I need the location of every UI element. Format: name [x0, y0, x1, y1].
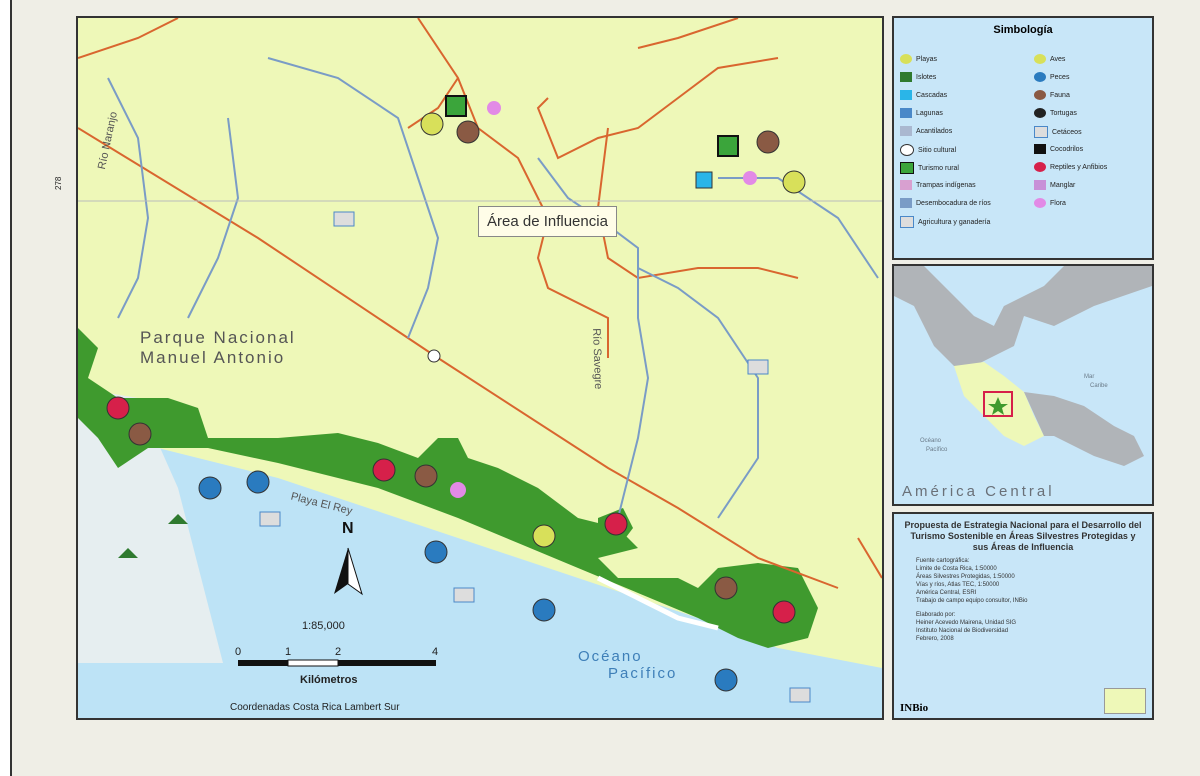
made-by-title: Elaborado por:	[916, 612, 956, 618]
legend-turismo-rural: Turismo rural	[900, 162, 959, 174]
made-by-item: Febrero, 2008	[916, 636, 954, 642]
crocodile-icon	[1034, 144, 1046, 154]
inset-map: Mar Caribe Océano Pacífico América Centr…	[892, 264, 1154, 506]
flora-icon	[1034, 198, 1046, 208]
river-label-savegre: Río Savegre	[590, 328, 605, 390]
lagoon-icon	[900, 108, 912, 118]
inset-sea2: Caribe	[1090, 383, 1108, 389]
scale-tick-4: 4	[432, 646, 439, 658]
legend-sitio-cultural: Sitio cultural	[900, 144, 956, 156]
reptile-icon	[1034, 162, 1046, 172]
inset-ocean1: Océano	[920, 438, 942, 444]
inset-canvas	[894, 266, 1152, 504]
source-item: América Central, ESRI	[916, 590, 977, 596]
agency-logo	[1104, 688, 1146, 714]
cetacean-icon	[1034, 126, 1048, 138]
legend-cascadas: Cascadas	[900, 90, 947, 100]
legend-tortugas: Tortugas	[1034, 108, 1077, 118]
mangrove-icon	[1034, 180, 1046, 190]
area-of-influence-label: Área de Influencia	[478, 206, 617, 237]
coordinate-system: Coordenadas Costa Rica Lambert Sur	[230, 702, 400, 713]
source-item: Trabajo de campo equipo consultor, INBio	[916, 598, 1028, 604]
legend-agricultura: Agricultura y ganadería	[900, 216, 990, 228]
rural-tourism-icon	[900, 162, 914, 174]
legend-title: Simbología	[993, 24, 1053, 36]
inbio-logo: INBio	[900, 702, 929, 714]
fauna-icon	[1034, 90, 1046, 100]
map-canvas	[78, 18, 882, 718]
turtle-icon	[1034, 108, 1046, 118]
grid-tick-label: 278	[54, 176, 63, 190]
beach-icon	[900, 54, 912, 64]
made-by-item: Instituto Nacional de Biodiversidad	[916, 628, 1009, 634]
fish-icon	[1034, 72, 1046, 82]
scale-tick-1: 1	[285, 646, 292, 658]
legend-fauna: Fauna	[1034, 90, 1070, 100]
ocean-label: Océano Pacífico	[578, 648, 678, 682]
legend-lagunas: Lagunas	[900, 108, 943, 118]
source-item: Vías y ríos, Atlas TEC, 1:50000	[916, 582, 1000, 588]
project-title: Propuesta de Estrategia Nacional para el…	[904, 520, 1142, 552]
legend-cocodrilos: Cocodrilos	[1034, 144, 1083, 154]
park-label: Parque Nacional Manuel Antonio	[140, 328, 296, 367]
legend-islotes: Islotes	[900, 72, 936, 82]
legend-manglar: Manglar	[1034, 180, 1075, 190]
info-panel: Propuesta de Estrategia Nacional para el…	[892, 512, 1154, 720]
scale-tick-2: 2	[335, 646, 342, 658]
legend-panel: Simbología Playas Islotes Cascadas Lagun…	[892, 16, 1154, 260]
legend-trampas: Trampas indígenas	[900, 180, 976, 190]
legend-cetaceos: Cetáceos	[1034, 126, 1082, 138]
scale-ratio: 1:85,000	[302, 620, 345, 632]
legend-aves: Aves	[1034, 54, 1065, 64]
legend-peces: Peces	[1034, 72, 1069, 82]
inset-sea1: Mar	[1084, 374, 1095, 380]
legend-acantilados: Acantilados	[900, 126, 952, 136]
legend-reptiles: Reptiles y Anfibios	[1034, 162, 1107, 172]
indigenous-trap-icon	[900, 180, 912, 190]
islet-icon	[900, 72, 912, 82]
made-by-item: Heiner Acevedo Mairena, Unidad SIG	[916, 620, 1017, 626]
legend-flora: Flora	[1034, 198, 1066, 208]
left-border	[0, 0, 12, 776]
source-item: Límite de Costa Rica, 1:50000	[916, 566, 997, 572]
waterfall-icon	[900, 90, 912, 100]
inset-ocean2: Pacífico	[926, 447, 948, 453]
inset-title: América Central	[902, 483, 1055, 500]
main-map: Parque Nacional Manuel Antonio Playa El …	[76, 16, 884, 720]
cultural-site-icon	[900, 144, 914, 156]
cliff-icon	[900, 126, 912, 136]
north-label: N	[342, 520, 354, 537]
source-item: Áreas Silvestres Protegidas, 1:50000	[916, 574, 1015, 580]
legend-desembocadura: Desembocadura de ríos	[900, 198, 991, 208]
river-mouth-icon	[900, 198, 912, 208]
scale-unit: Kilómetros	[300, 674, 358, 686]
bird-icon	[1034, 54, 1046, 64]
scale-tick-0: 0	[235, 646, 242, 658]
sources-title: Fuente cartográfica:	[916, 558, 970, 564]
legend-playas: Playas	[900, 54, 937, 64]
agriculture-icon	[900, 216, 914, 228]
